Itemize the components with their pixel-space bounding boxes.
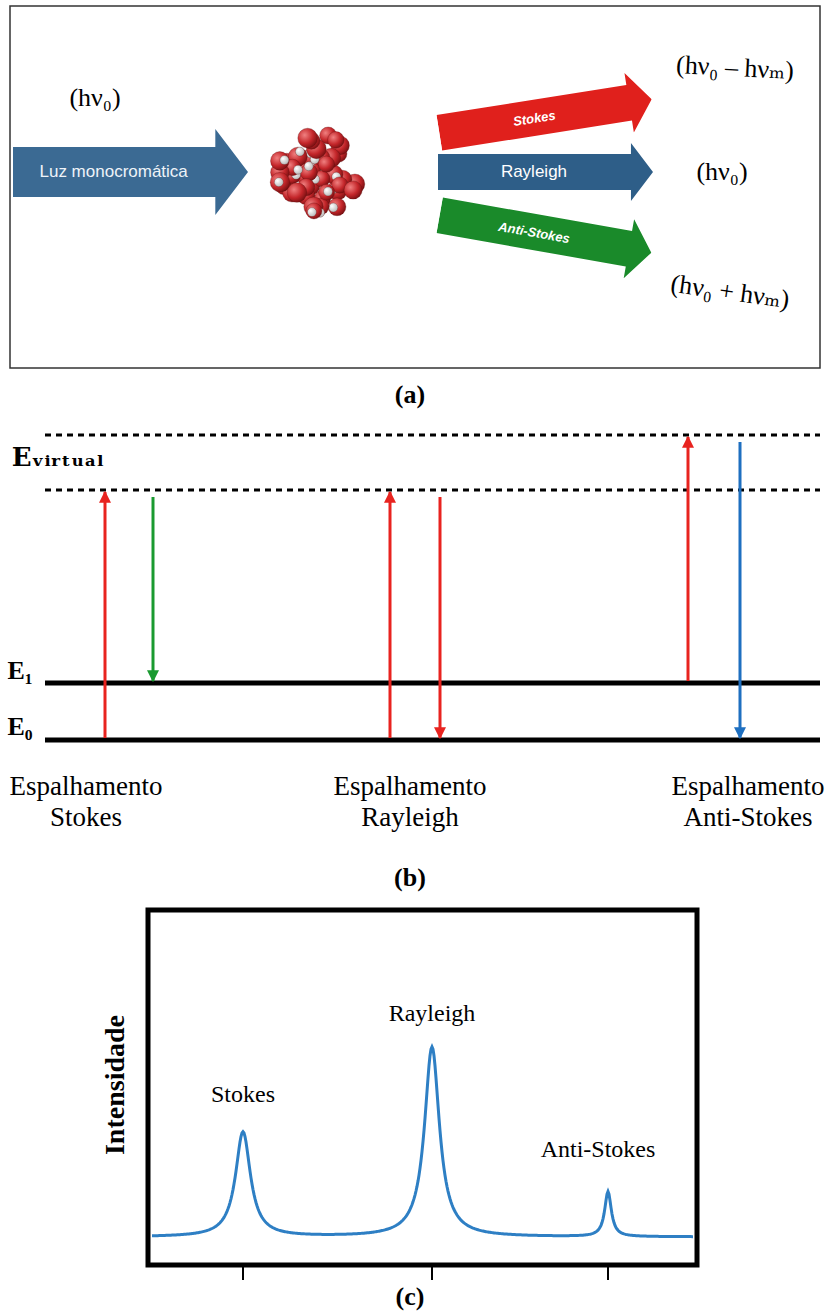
arrow-shape: Anti-Stokes (434, 186, 656, 282)
plot-frame (148, 910, 697, 1265)
label: Espalhamento Stokes (4, 771, 168, 833)
transition-arrow (739, 442, 742, 738)
atom (307, 208, 316, 217)
transition-arrow (389, 492, 392, 738)
atom (298, 128, 318, 148)
label: (a) (395, 380, 425, 410)
arrow-label: Luz monocromática (39, 162, 187, 182)
axis-tick (242, 1265, 244, 1280)
label: (hν₀) (696, 157, 747, 187)
label: (b) (394, 863, 426, 893)
arrow-label-box: Luz monocromática (13, 147, 215, 197)
energy-level (45, 738, 820, 743)
arrow-shape: Luz monocromática (13, 129, 248, 215)
atom (328, 198, 346, 216)
arrow-fill (434, 70, 656, 163)
spectrum-curve (152, 1047, 693, 1237)
transition-arrow (439, 497, 442, 738)
axis-tick (607, 1265, 609, 1280)
transition-arrow (687, 437, 690, 681)
atom (306, 203, 322, 219)
label: (hν₀) (69, 83, 120, 113)
atom (329, 203, 338, 212)
atom (319, 184, 335, 200)
atom (328, 132, 345, 149)
arrow-label-box: Rayleigh (438, 154, 631, 190)
arrow-label: Stokes (511, 107, 555, 128)
atom (344, 181, 362, 199)
atom (274, 178, 283, 187)
atom (270, 172, 290, 192)
arrow-label-box: Anti-Stokes (436, 198, 632, 267)
arrow-fill (13, 129, 248, 215)
energy-level (45, 681, 820, 686)
atom (318, 156, 334, 172)
label: (hν₀ – hνₘ) (675, 50, 794, 86)
arrow-fill (438, 143, 653, 201)
arrow-label: Rayleigh (501, 162, 567, 182)
label: E₁ (7, 656, 32, 686)
transition-arrow (152, 497, 155, 681)
label: Anti-Stokes (541, 1136, 656, 1164)
arrow-fill (434, 186, 656, 282)
label: (c) (396, 1282, 425, 1312)
label: E₀ (7, 712, 32, 742)
label: Espalhamento Rayleigh (315, 771, 505, 833)
label: (hν₀ + hνₘ) (669, 269, 792, 315)
virtual-level (45, 434, 820, 437)
arrow-shape: Stokes (434, 70, 656, 163)
transition-arrow (104, 492, 107, 738)
label: Espalhamento Anti-Stokes (666, 771, 830, 833)
atom (287, 183, 307, 203)
label: Stokes (211, 1081, 275, 1109)
label: Eᵥᵢᵣₜᵤₐₗ (12, 443, 104, 473)
atom (295, 147, 304, 156)
panel-frame (10, 6, 820, 368)
arrow-label-box: Stokes (436, 85, 631, 151)
arrow-shape: Rayleigh (438, 143, 653, 201)
atom (304, 162, 313, 171)
axis-tick (431, 1265, 433, 1280)
molecule-cluster (270, 127, 365, 219)
arrow-label: Anti-Stokes (497, 218, 571, 245)
label: Intensidade (99, 1015, 131, 1155)
virtual-level (45, 489, 820, 492)
atom (294, 165, 303, 174)
atom (323, 187, 332, 196)
atom (271, 152, 290, 171)
label: Rayleigh (389, 1000, 476, 1028)
atom (280, 156, 289, 165)
